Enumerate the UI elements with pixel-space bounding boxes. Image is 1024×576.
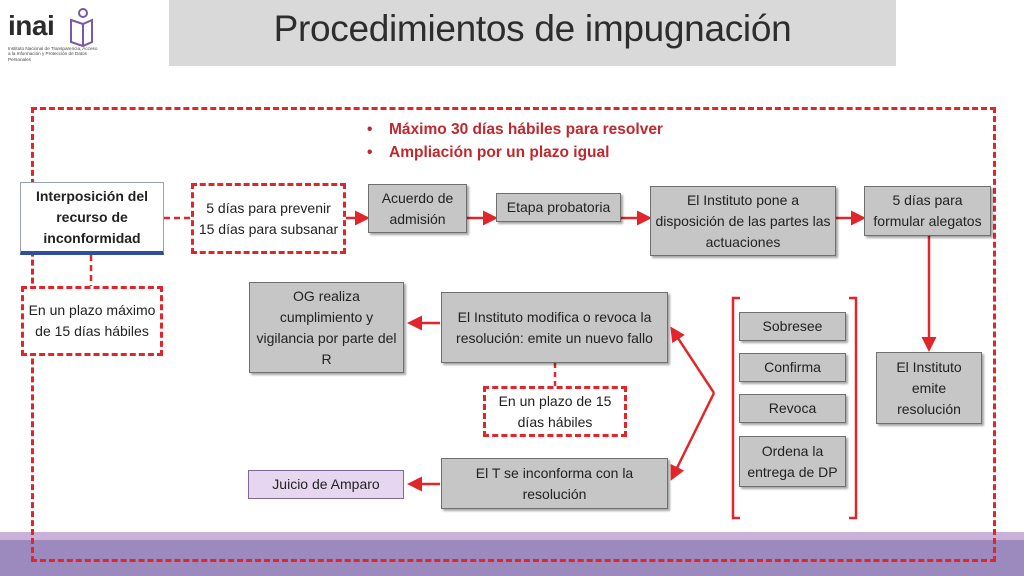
arrow-fork-inconforma <box>670 392 716 481</box>
node-revoca: Revoca <box>739 394 846 423</box>
bullet-item: Ampliación por un plazo igual <box>365 141 705 164</box>
node-emite-resolucion: El Instituto emite resolución <box>876 352 982 424</box>
bottom-band <box>0 540 1024 576</box>
bullet-list: Máximo 30 días hábiles para resolver Amp… <box>365 118 705 164</box>
node-pone-disposicion: El Instituto pone a disposición de las p… <box>650 186 836 256</box>
title-bar <box>169 0 896 66</box>
node-prevenir-subsanar: 5 días para prevenir 15 días para subsan… <box>191 183 346 254</box>
bottom-band-light <box>0 532 1024 540</box>
node-confirma: Confirma <box>739 353 846 382</box>
bracket-left <box>731 296 740 520</box>
node-acuerdo-admision: Acuerdo de admisión <box>368 184 467 233</box>
logo-emblem-icon <box>70 8 93 48</box>
arrow-fork-modifica <box>670 326 716 394</box>
node-sobresee: Sobresee <box>739 312 846 341</box>
page-title: Procedimientos de impugnación <box>273 8 792 49</box>
logo-text: inai <box>8 10 55 41</box>
bracket-right <box>849 296 858 520</box>
node-interposicion: Interposición del recurso de inconformid… <box>20 182 164 255</box>
bullet-item: Máximo 30 días hábiles para resolver <box>365 118 705 141</box>
node-plazo-maximo-15: En un plazo máximo de 15 días hábiles <box>21 286 163 356</box>
node-juicio-amparo: Juicio de Amparo <box>248 470 404 499</box>
node-plazo-de-15: En un plazo de 15 días hábiles <box>483 386 627 437</box>
node-etapa-probatoria: Etapa probatoria <box>496 193 621 222</box>
logo-subtitle: Instituto Nacional de Transparencia, Acc… <box>8 46 98 62</box>
node-ordena-entrega: Ordena la entrega de DP <box>739 436 846 487</box>
node-og-cumplimiento: OG realiza cumplimiento y vigilancia por… <box>249 282 404 373</box>
inai-logo: inai Instituto Nacional de Transparencia… <box>8 8 100 64</box>
node-modifica-revoca: El Instituto modifica o revoca la resolu… <box>441 292 668 363</box>
node-inconforma: El T se inconforma con la resolución <box>441 458 668 509</box>
node-alegatos: 5 días para formular alegatos <box>864 186 991 236</box>
